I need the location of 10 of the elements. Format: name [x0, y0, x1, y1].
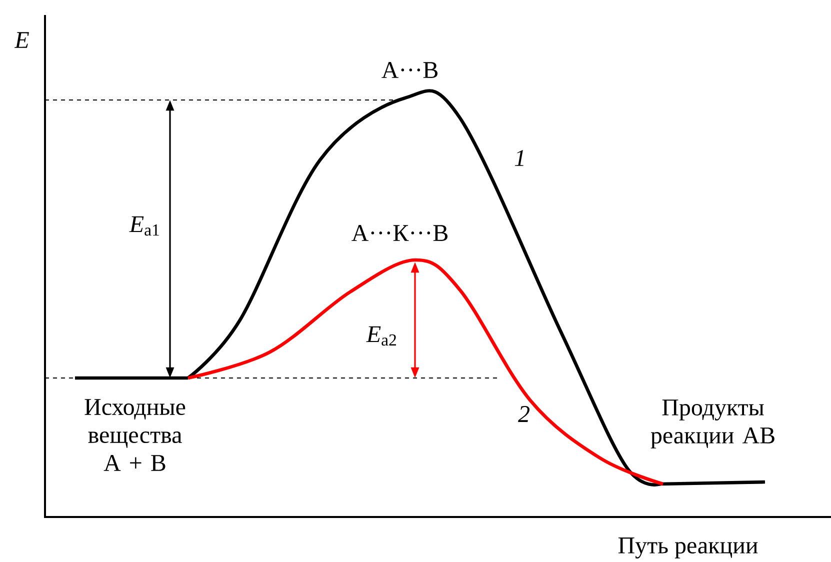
curve-number: 2: [518, 406, 530, 422]
state-label: А···В: [382, 62, 438, 78]
state-label: А···К···В: [352, 225, 448, 241]
energy-label: E$_{а2}$: [366, 326, 396, 346]
energy-label: E$_{а1}$: [129, 216, 159, 236]
curve-number: 1: [514, 150, 524, 166]
state-label: Продукты реакции АВ: [650, 400, 774, 448]
axis-label: Путь реакции: [618, 538, 758, 558]
state-label: Исходные вещества А + В: [84, 399, 186, 471]
axis-label: E: [14, 32, 29, 48]
